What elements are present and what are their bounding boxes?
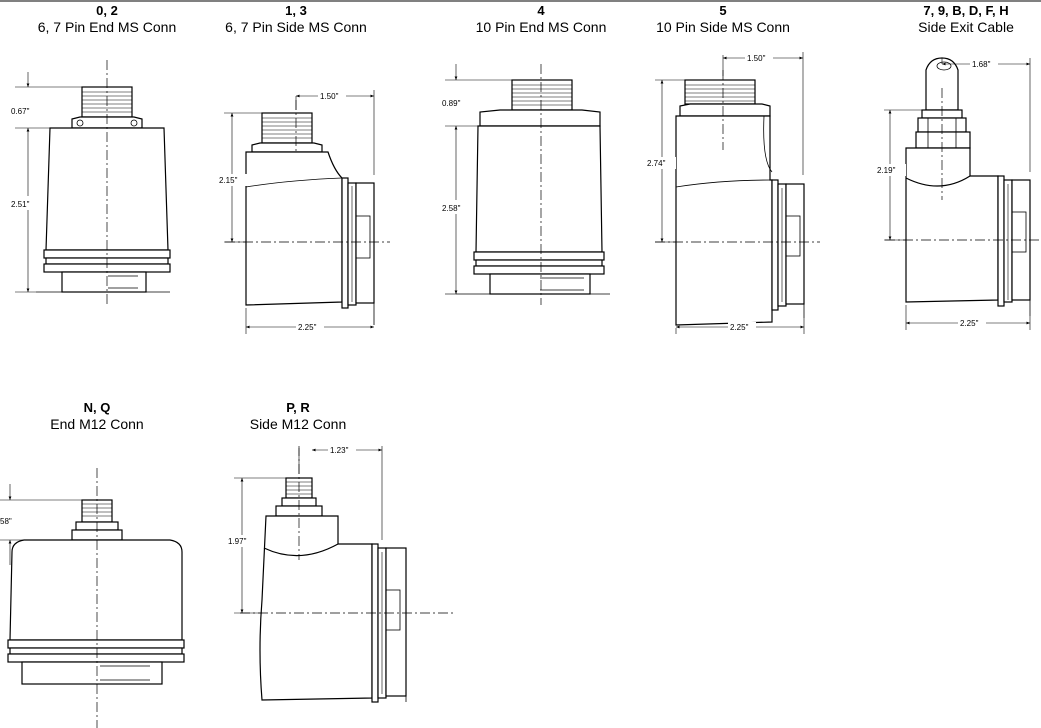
- drawing-side-ms-10-pin: 5 10 Pin Side MS Conn 1.50" 2.74" 2: [646, 3, 820, 334]
- dimension-label: 1.68": [972, 60, 991, 69]
- dimension-label: 0.89": [442, 99, 461, 108]
- variant-description: 10 Pin Side MS Conn: [656, 19, 790, 35]
- variant-code: 7, 9, B, D, F, H: [923, 3, 1008, 18]
- dimension-label: 2.25": [960, 319, 979, 328]
- dimension-label: 2.15": [219, 176, 238, 185]
- variant-description: 6, 7 Pin End MS Conn: [38, 19, 177, 35]
- dimension-label: 1.23": [330, 446, 349, 455]
- drawing-side-m12: P, R Side M12 Conn 1.23" 1.97": [226, 400, 455, 703]
- dimension-label: 1.50": [747, 54, 766, 63]
- variant-description: End M12 Conn: [50, 416, 143, 432]
- variant-description: Side M12 Conn: [250, 416, 347, 432]
- dimension-label: 2.58": [442, 204, 461, 213]
- dimension-label: 0.67": [11, 107, 30, 116]
- drawing-end-ms-10-pin: 4 10 Pin End MS Conn 0.89" 2.58": [440, 3, 610, 305]
- dimension-label: 2.25": [298, 323, 317, 332]
- dimension-label: 2.51": [11, 200, 30, 209]
- dimension-label: 1.50": [320, 92, 339, 101]
- variant-code: 4: [537, 3, 545, 18]
- dimension-label: 1.97": [228, 537, 247, 546]
- drawing-end-ms-6-7-pin: 0, 2 6, 7 Pin End MS Conn 0.67" 2.51": [10, 3, 176, 305]
- variant-description: 6, 7 Pin Side MS Conn: [225, 19, 367, 35]
- dimension-label: 58": [0, 517, 12, 526]
- variant-code: 5: [719, 3, 726, 18]
- drawing-side-ms-6-7-pin: 1, 3 6, 7 Pin Side MS Conn 1.50" 2.15: [218, 3, 390, 334]
- drawing-side-exit-cable: 7, 9, B, D, F, H Side Exit Cable 1.68" 2…: [876, 3, 1041, 330]
- variant-description: 10 Pin End MS Conn: [476, 19, 607, 35]
- variant-code: P, R: [286, 400, 310, 415]
- variant-description: Side Exit Cable: [918, 19, 1014, 35]
- dimension-label: 2.74": [647, 159, 666, 168]
- variant-code: 1, 3: [285, 3, 307, 18]
- drawing-end-m12: N, Q End M12 Conn 58": [0, 400, 185, 728]
- dimension-label: 2.19": [877, 166, 896, 175]
- variant-code: 0, 2: [96, 3, 118, 18]
- dimension-label: 2.25": [730, 323, 749, 332]
- variant-code: N, Q: [84, 400, 111, 415]
